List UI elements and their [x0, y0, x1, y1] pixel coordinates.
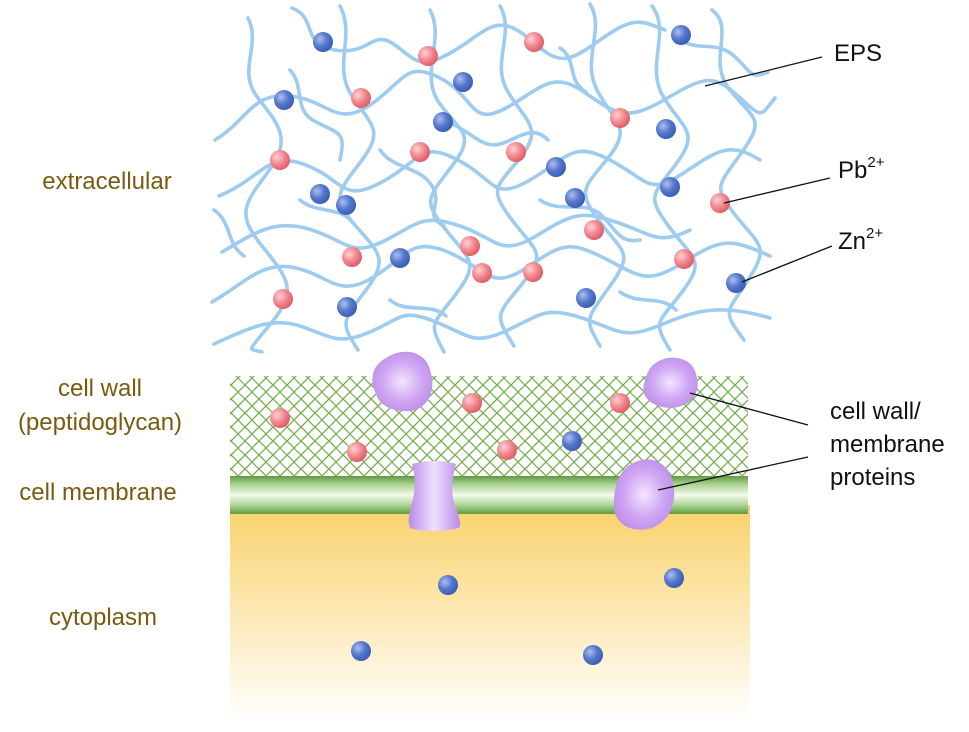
- zn-ion: [433, 112, 453, 132]
- extracellular-label: extracellular: [42, 168, 172, 195]
- zn-ion: [310, 184, 330, 204]
- zn-ion: [438, 575, 458, 595]
- pb-ion: [524, 32, 544, 52]
- proteins-label-line2: membrane: [830, 431, 945, 458]
- wall-protein-right: [643, 357, 698, 408]
- proteins-label-line3: proteins: [830, 464, 916, 491]
- pb-ion: [523, 262, 543, 282]
- pb-ion: [497, 440, 517, 460]
- cell-membrane-label: cell membrane: [19, 479, 177, 506]
- cell-wall-membrane-proteins: [372, 351, 698, 531]
- zn-ion: [546, 157, 566, 177]
- eps-fibers: [210, 2, 777, 354]
- cell-wall-label-line2: (peptidoglycan): [17, 409, 183, 436]
- zn-ion: [664, 568, 684, 588]
- proteins-label-line1: cell wall/: [830, 398, 921, 425]
- zn-ion: [337, 297, 357, 317]
- zn-symbol: Zn: [838, 228, 867, 255]
- pb-ions: [270, 32, 730, 462]
- pb-ion: [506, 142, 526, 162]
- zn-leader: [741, 245, 833, 283]
- zn-ion: [671, 25, 691, 45]
- pb-ion: [584, 220, 604, 240]
- pb-ion: [472, 263, 492, 283]
- zn-ion: [562, 431, 582, 451]
- cell-wall-label-line1: cell wall: [57, 375, 143, 402]
- cytoplasm-region: [230, 505, 750, 720]
- zn-ion: [726, 273, 746, 293]
- pb-ion: [273, 289, 293, 309]
- cytoplasm-label: cytoplasm: [48, 604, 158, 631]
- zn-ion: [565, 188, 585, 208]
- pb-ion: [410, 142, 430, 162]
- wall-protein-left: [372, 351, 433, 412]
- membrane-channel-protein: [408, 461, 461, 531]
- zn-ion: [313, 32, 333, 52]
- zn-ion: [583, 645, 603, 665]
- zn-ion: [336, 195, 356, 215]
- eps-leader: [704, 56, 823, 87]
- pb-ion-label: Pb2+: [838, 155, 884, 187]
- pb-ion: [347, 442, 367, 462]
- pb-ion: [674, 249, 694, 269]
- pb-ion: [460, 236, 480, 256]
- membrane-embedded-protein: [614, 459, 675, 530]
- zn-ion: [351, 641, 371, 661]
- eps-label: EPS: [834, 40, 883, 67]
- pb-ion: [351, 88, 371, 108]
- pb-charge: 2+: [867, 154, 885, 171]
- zn-charge: 2+: [866, 225, 884, 242]
- membrane-protein-leader: [657, 456, 809, 491]
- zn-ions: [274, 25, 746, 665]
- pb-ion: [610, 393, 630, 413]
- pb-ion: [610, 108, 630, 128]
- pb-ion: [418, 46, 438, 66]
- zn-ion: [390, 248, 410, 268]
- pb-ion: [462, 393, 482, 413]
- zn-ion-label: Zn2+: [838, 226, 883, 258]
- zn-ion: [660, 177, 680, 197]
- pb-ion: [342, 247, 362, 267]
- zn-ion: [274, 90, 294, 110]
- pb-ion: [710, 193, 730, 213]
- zn-ion: [576, 288, 596, 308]
- zn-ion: [453, 72, 473, 92]
- pb-leader: [723, 177, 831, 204]
- leader-lines: [657, 56, 833, 491]
- wall-protein-leader: [689, 392, 809, 426]
- pb-ion: [270, 408, 290, 428]
- pb-symbol: Pb: [838, 157, 868, 184]
- zn-ion: [656, 119, 676, 139]
- pb-ion: [270, 150, 290, 170]
